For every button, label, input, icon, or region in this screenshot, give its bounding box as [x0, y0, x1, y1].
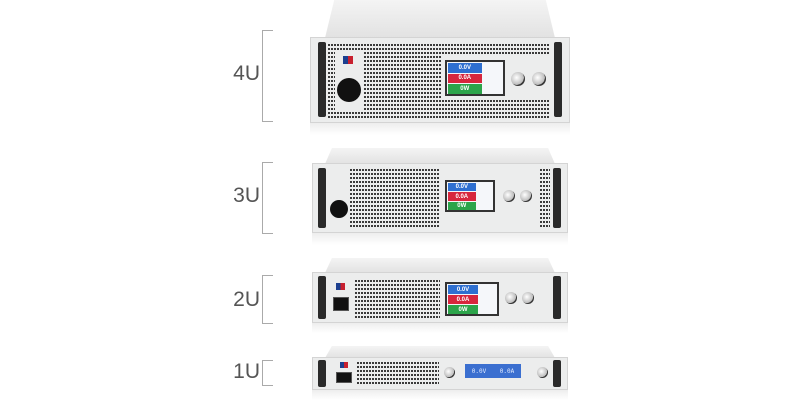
device-front [312, 357, 568, 390]
display: 0.0V 0.0A 0W [445, 282, 499, 316]
voltage-readout: 0.0V [448, 183, 476, 192]
vent-grille [540, 169, 550, 227]
power-switch[interactable] [337, 78, 361, 102]
handle [318, 276, 326, 319]
current-knob[interactable] [537, 367, 548, 378]
size-bracket [262, 360, 273, 386]
power-readout: 0W [448, 201, 476, 211]
handle [318, 42, 326, 117]
power-readout: 0W [448, 84, 482, 94]
current-readout: 0.0A [499, 367, 515, 375]
reflection [310, 123, 570, 135]
voltage-knob[interactable] [511, 72, 525, 86]
reflection [312, 233, 568, 245]
current-readout: 0.0A [448, 73, 482, 84]
vent-grille [357, 362, 439, 384]
logo [336, 283, 345, 290]
display: 0.0V 0.0A 0W [445, 180, 495, 212]
power-switch[interactable] [333, 297, 349, 311]
handle [553, 360, 561, 387]
power-switch[interactable] [330, 200, 348, 218]
vent-grille [350, 169, 440, 227]
reflection [312, 323, 568, 333]
size-label-1u: 1U [233, 360, 260, 383]
device-top [325, 258, 555, 273]
voltage-readout: 0.0V [448, 285, 478, 294]
vent-grille [355, 278, 440, 318]
handle [318, 360, 326, 387]
size-bracket [262, 275, 273, 324]
size-label-4u: 4U [233, 62, 260, 85]
lcd-display: 0.0V 0.0A [465, 364, 521, 378]
power-readout: 0W [448, 305, 478, 314]
logo [340, 362, 348, 368]
handle [554, 42, 562, 117]
reflection [312, 390, 568, 400]
power-switch[interactable] [336, 372, 352, 383]
handle [553, 276, 561, 319]
logo [343, 56, 353, 64]
voltage-knob[interactable] [505, 292, 517, 304]
current-knob[interactable] [520, 190, 532, 202]
size-label-3u: 3U [233, 184, 260, 207]
display: 0.0V 0.0A 0W [445, 60, 505, 96]
voltage-knob[interactable] [503, 190, 515, 202]
size-bracket [262, 30, 273, 122]
current-knob[interactable] [532, 72, 546, 86]
current-readout: 0.0A [448, 192, 476, 201]
voltage-knob[interactable] [444, 367, 455, 378]
size-label-2u: 2U [233, 288, 260, 311]
handle [553, 168, 561, 228]
current-readout: 0.0A [448, 295, 478, 304]
current-knob[interactable] [522, 292, 534, 304]
device-top [325, 346, 555, 358]
device-top [325, 148, 555, 164]
handle [318, 168, 326, 228]
size-bracket [262, 162, 273, 234]
device-top [325, 0, 555, 38]
voltage-readout: 0.0V [471, 367, 487, 375]
voltage-readout: 0.0V [448, 63, 482, 73]
